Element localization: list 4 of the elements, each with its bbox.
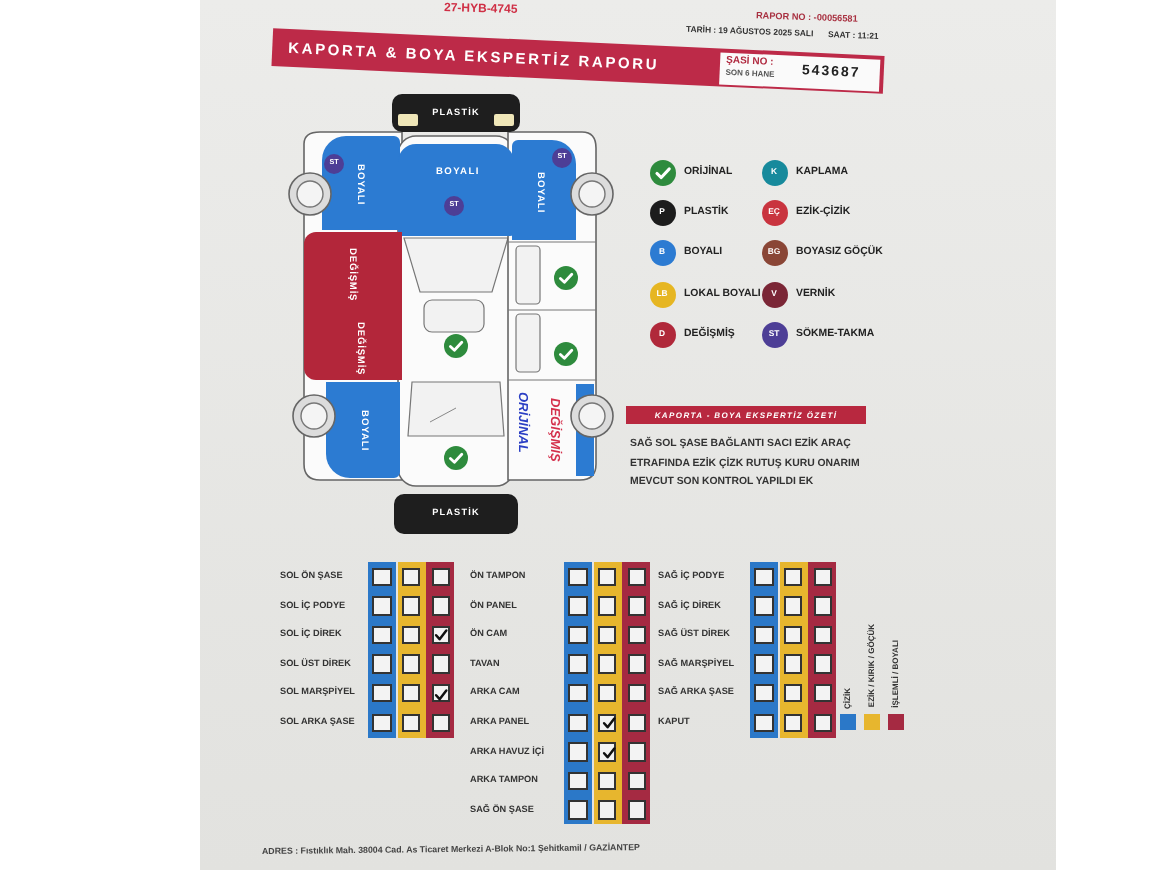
bumper-panel — [394, 494, 518, 534]
section-banner — [626, 406, 866, 424]
bumper-panel — [392, 94, 520, 132]
serial-number-box — [719, 51, 881, 91]
